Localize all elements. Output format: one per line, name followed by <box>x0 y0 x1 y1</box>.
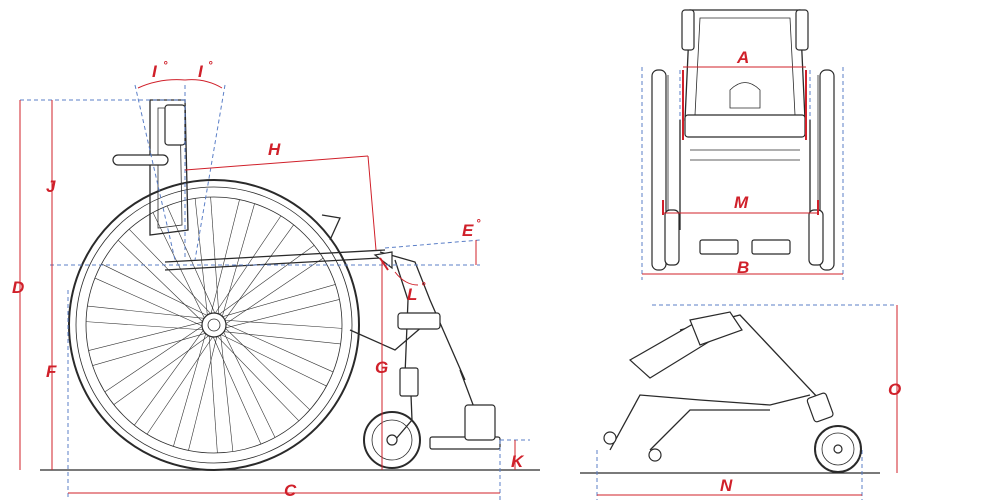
label-i-right: I <box>198 62 204 81</box>
label-c: C <box>284 481 297 500</box>
rear-wheel <box>68 179 360 471</box>
label-a: A <box>736 48 749 67</box>
label-b: B <box>737 258 749 277</box>
label-i-left-unit: ° <box>163 60 168 72</box>
label-e-unit: ° <box>476 218 481 230</box>
folded-view: N O <box>580 304 901 500</box>
front-view: A M B <box>641 9 844 280</box>
side-view: D J F C H I ° I ° E ° L ° G K <box>12 60 540 500</box>
label-e: E <box>462 221 474 240</box>
label-i-right-unit: ° <box>208 60 213 72</box>
rear-wheel-spokes <box>86 197 342 453</box>
label-n: N <box>720 476 733 495</box>
side-frame <box>112 99 501 450</box>
label-f: F <box>46 362 57 381</box>
label-m: M <box>734 193 749 212</box>
label-k: K <box>511 452 525 471</box>
front-caster <box>363 411 421 469</box>
label-j: J <box>46 177 56 196</box>
label-l: L <box>407 285 417 304</box>
label-d: D <box>12 278 24 297</box>
label-i-left: I <box>152 62 158 81</box>
label-l-unit: ° <box>421 281 426 293</box>
label-g: G <box>375 358 388 377</box>
label-o: O <box>888 380 901 399</box>
label-h: H <box>268 140 281 159</box>
